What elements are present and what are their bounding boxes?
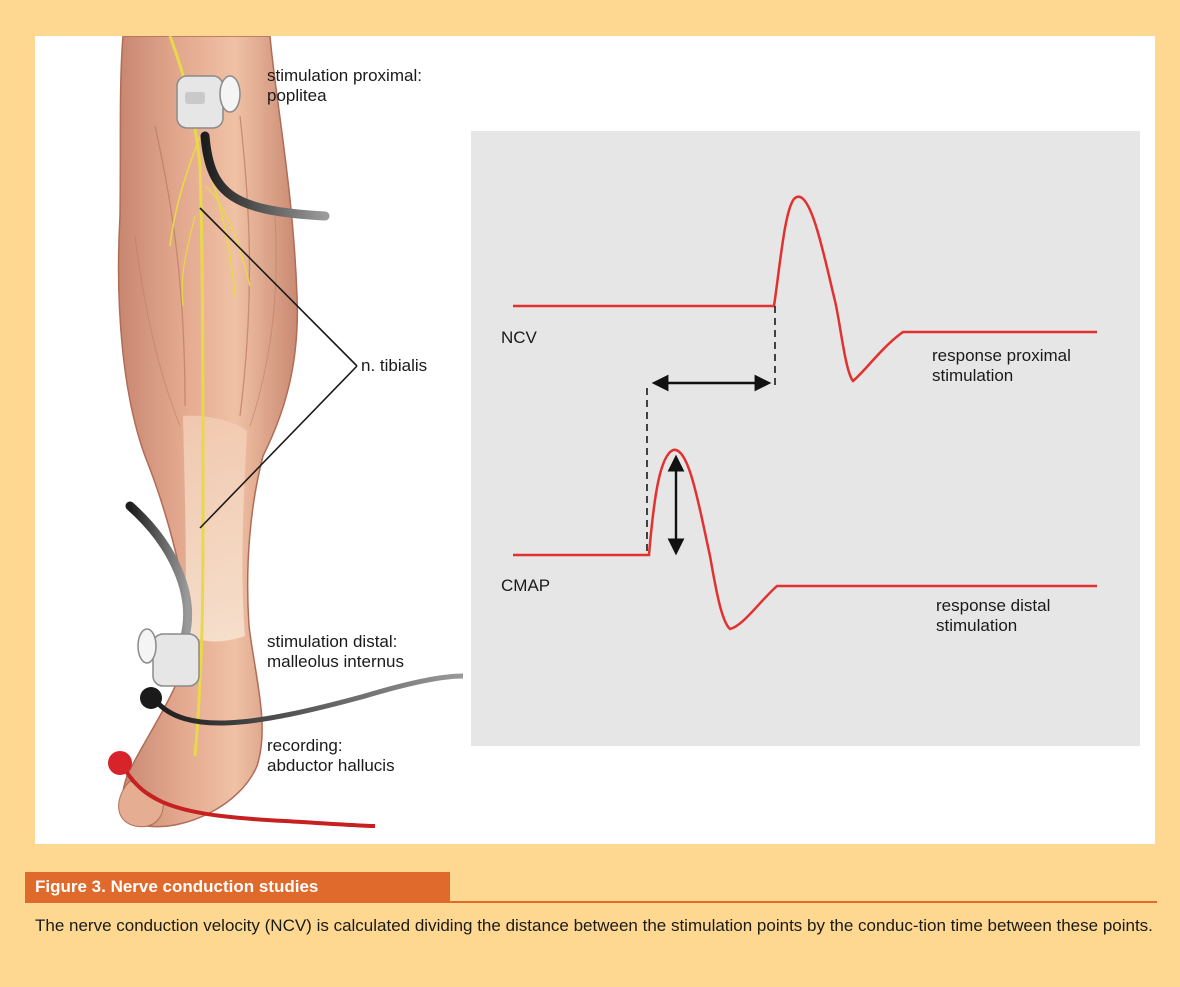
waveform-graph <box>471 131 1140 746</box>
label-line: abductor hallucis <box>267 756 395 776</box>
label-line: stimulation distal: <box>267 632 404 652</box>
label-line: response proximal <box>932 346 1071 366</box>
label-line: stimulation proximal: <box>267 66 422 86</box>
leg-illustration <box>108 36 463 827</box>
label-line: poplitea <box>267 86 422 106</box>
figure-illustration <box>35 36 1155 844</box>
label-line: response distal <box>936 596 1050 616</box>
graph-label-ncv: NCV <box>501 328 537 348</box>
caption-divider <box>25 901 1157 903</box>
label-line: malleolus internus <box>267 652 404 672</box>
label-stimulation-proximal: stimulation proximal: poplitea <box>267 66 422 106</box>
label-line: stimulation <box>932 366 1071 386</box>
label-stimulation-distal: stimulation distal: malleolus internus <box>267 632 404 672</box>
label-line: stimulation <box>936 616 1050 636</box>
graph-panel <box>471 131 1140 746</box>
figure-caption-text: The nerve conduction velocity (NCV) is c… <box>35 914 1155 938</box>
graph-label-response-distal: response distal stimulation <box>936 596 1050 636</box>
graph-label-response-proximal: response proximal stimulation <box>932 346 1071 386</box>
figure-panel: stimulation proximal: poplitea n. tibial… <box>35 36 1155 844</box>
label-nerve: n. tibialis <box>361 356 427 376</box>
graph-label-cmap: CMAP <box>501 576 550 596</box>
label-recording: recording: abductor hallucis <box>267 736 395 776</box>
achilles-tendon <box>183 416 247 642</box>
label-line: recording: <box>267 736 395 756</box>
figure-caption-title: Figure 3. Nerve conduction studies <box>25 872 450 902</box>
